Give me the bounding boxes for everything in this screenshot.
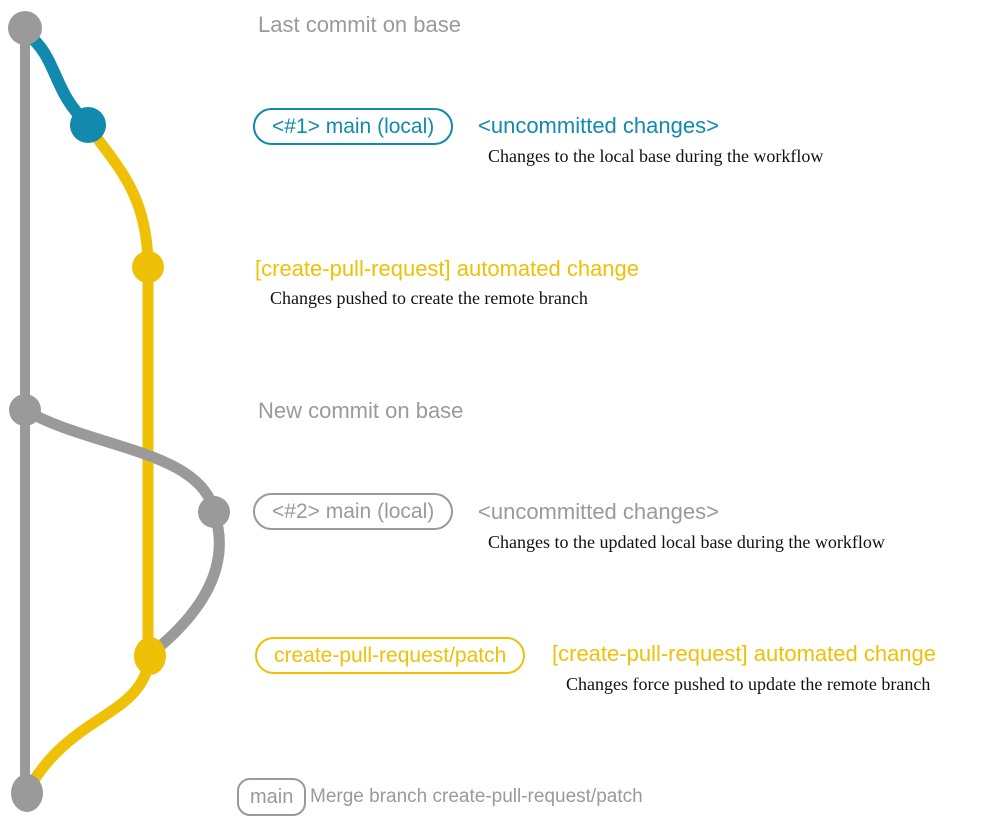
commit-dot-remote-branch-updated [134,637,166,675]
last-commit-label: Last commit on base [258,12,461,37]
commit-dot-remote-branch-created [132,251,164,283]
updated-local-rebase-curve [146,506,225,659]
local-main-branch-badge-1: <#1> main (local) [253,108,454,145]
remote-branch-badge: create-pull-request/patch [255,637,526,674]
uncommitted-changes-note-2: Changes to the updated local base during… [488,532,885,552]
merge-to-base-curve [22,651,156,796]
commit-dot-local-uncommitted [70,107,106,143]
automated-change-note-2: Changes force pushed to update the remot… [566,674,931,694]
uncommitted-changes-note-1: Changes to the local base during the wor… [488,146,824,166]
local-main-branch-badge-2: <#2> main (local) [253,493,454,530]
main-branch-badge: main [237,778,307,816]
base-to-updated-local-curve [19,404,220,517]
commit-dot-new-base [9,394,41,426]
commit-dot-merge [11,774,43,812]
automated-change-note-1: Changes pushed to create the remote bran… [270,288,588,308]
git-graph [8,11,230,812]
merge-commit-message: Merge branch create-pull-request/patch [310,786,643,807]
uncommitted-changes-status-1: <uncommitted changes> [478,113,719,138]
uncommitted-changes-status-2: <uncommitted changes> [478,499,719,524]
commit-dot-last-base [8,11,42,45]
commit-dot-updated-local [198,496,230,528]
remote-branch-create-curve [82,119,154,273]
automated-change-message-1: [create-pull-request] automated change [255,256,640,281]
automated-change-message-2: [create-pull-request] automated change [552,641,937,666]
new-commit-label: New commit on base [258,398,464,423]
